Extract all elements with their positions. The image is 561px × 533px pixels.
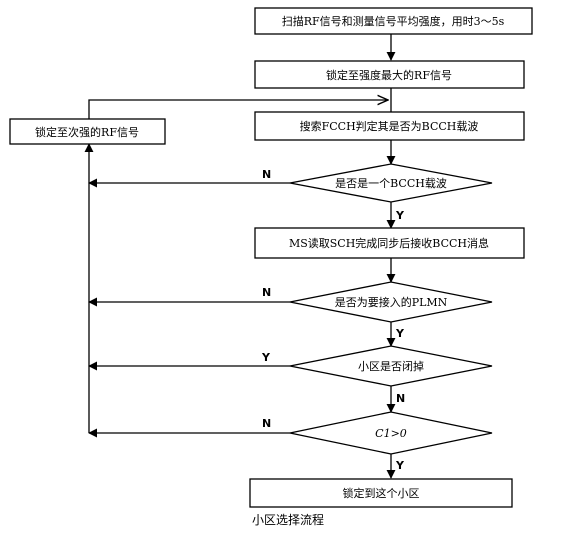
read-sch-label: MS读取SCH完成同步后接收BCCH消息	[289, 236, 489, 250]
c1-no-flag: N	[262, 417, 271, 430]
cell-barred-diamond	[289, 345, 493, 387]
read-sch-box	[254, 227, 525, 259]
is-plmn-diamond	[289, 281, 493, 323]
lock-cell-label: 锁定到这个小区	[343, 486, 420, 500]
lock-strongest-label: 锁定至强度最大的RF信号	[326, 68, 452, 82]
c1-yes-flag: Y	[395, 459, 405, 472]
lock-next-box	[9, 118, 166, 145]
search-fcch-box	[254, 111, 525, 141]
search-fcch-label: 搜索FCCH判定其是否为BCCH载波	[300, 119, 479, 133]
diagram-caption: 小区选择流程	[252, 512, 324, 527]
barred-yes-flag: Y	[261, 351, 271, 364]
c1-label: C1>0	[375, 427, 407, 440]
barred-no-flag: N	[396, 392, 405, 405]
scan-box	[254, 7, 533, 35]
lock-strongest-box	[254, 60, 525, 89]
connector-next-to-search	[88, 100, 388, 119]
lock-next-label: 锁定至次强的RF信号	[35, 125, 139, 139]
cell-barred-label: 小区是否闭掉	[358, 359, 424, 373]
scan-label: 扫描RF信号和测量信号平均强度，用时3～5s	[282, 14, 505, 28]
plmn-no-flag: N	[262, 286, 271, 299]
bcch-yes-flag: Y	[395, 209, 405, 222]
is-plmn-label: 是否为要接入的PLMN	[335, 295, 448, 309]
is-bcch-diamond	[289, 163, 493, 203]
bcch-no-flag: N	[262, 168, 271, 181]
is-bcch-label: 是否是一个BCCH载波	[335, 177, 447, 190]
lock-cell-box	[249, 478, 513, 508]
c1-diamond	[289, 411, 493, 455]
plmn-yes-flag: Y	[395, 327, 405, 340]
